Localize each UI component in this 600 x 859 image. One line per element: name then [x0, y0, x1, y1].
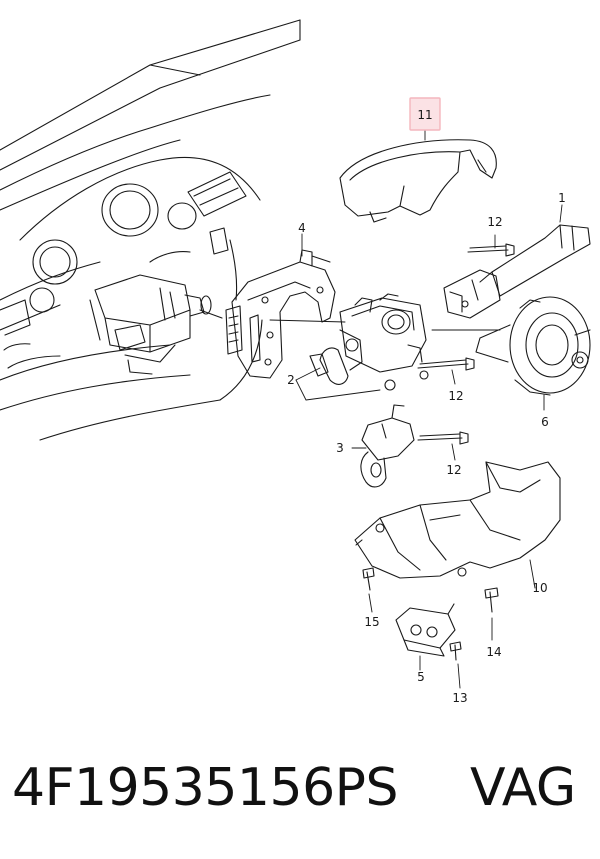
part-5-module [395, 603, 456, 657]
brand-text: VAG [470, 758, 576, 818]
callout-6: 6 [541, 415, 549, 429]
callout-2: 2 [287, 373, 295, 387]
part-number-text: 4F19535156PS [12, 758, 399, 818]
callout-3: 3 [336, 441, 344, 455]
part-4-bracket [225, 249, 336, 379]
callout-15: 15 [364, 615, 379, 629]
screws [362, 243, 515, 661]
callout-12-middle: 12 [448, 389, 463, 403]
part-6-slip-ring [475, 296, 591, 396]
part-2-ignition-lock [309, 293, 429, 391]
leader-lines [269, 129, 563, 689]
callout-11-highlight [409, 97, 441, 131]
footer: 4F19535156PS VAG [0, 752, 600, 842]
part-10-lower-trim [354, 461, 561, 579]
part-1-stalk [443, 224, 591, 319]
dashboard-outline [0, 19, 301, 441]
callout-10: 10 [532, 581, 547, 595]
part-11-upper-trim [339, 139, 497, 223]
callout-12-lower: 12 [446, 463, 461, 477]
callout-5: 5 [417, 670, 425, 684]
part-3-switch [360, 404, 415, 488]
column-lock-assembly [89, 274, 223, 375]
callout-12-top: 12 [487, 215, 502, 229]
callout-11: 11 [417, 108, 432, 122]
callout-14: 14 [486, 645, 501, 659]
callout-1: 1 [558, 191, 566, 205]
callout-13: 13 [452, 691, 467, 705]
callout-labels: 11 1 12 4 2 12 6 3 12 10 15 14 5 13 [287, 108, 566, 705]
callout-4: 4 [298, 221, 306, 235]
